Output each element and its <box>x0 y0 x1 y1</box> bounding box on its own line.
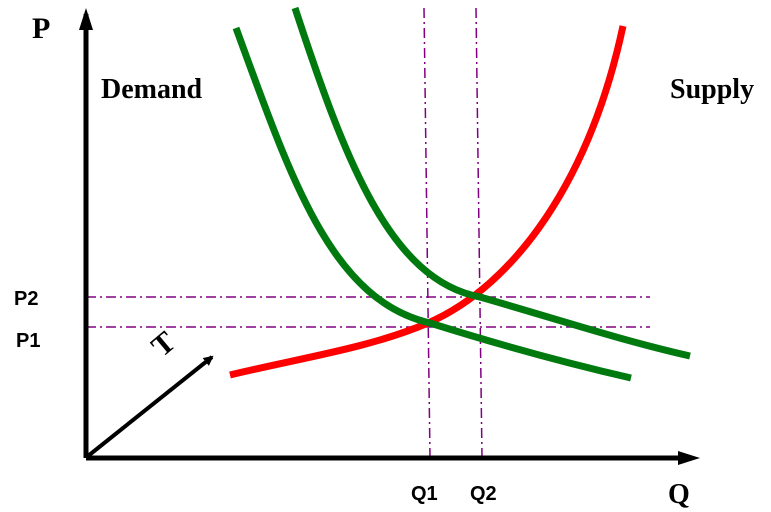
shift-arrow <box>86 355 214 458</box>
y-axis-arrowhead <box>79 8 93 30</box>
supply-label: Supply <box>670 74 754 105</box>
x-axis-label: Q <box>668 479 690 510</box>
demand-curve-original <box>232 26 632 382</box>
q2-label: Q2 <box>470 483 497 505</box>
q1-label: Q1 <box>411 483 438 505</box>
demand-label: Demand <box>101 74 203 105</box>
p1-label: P1 <box>16 330 40 352</box>
y-axis-label: P <box>32 12 50 45</box>
supply-curve <box>229 25 627 379</box>
q1-guide-line <box>423 7 431 459</box>
shift-label: T <box>145 325 182 363</box>
q2-guide-line <box>475 7 483 459</box>
demand-curve-shifted <box>291 6 691 360</box>
p2-label: P2 <box>14 288 38 310</box>
x-axis-arrowhead <box>678 451 700 465</box>
